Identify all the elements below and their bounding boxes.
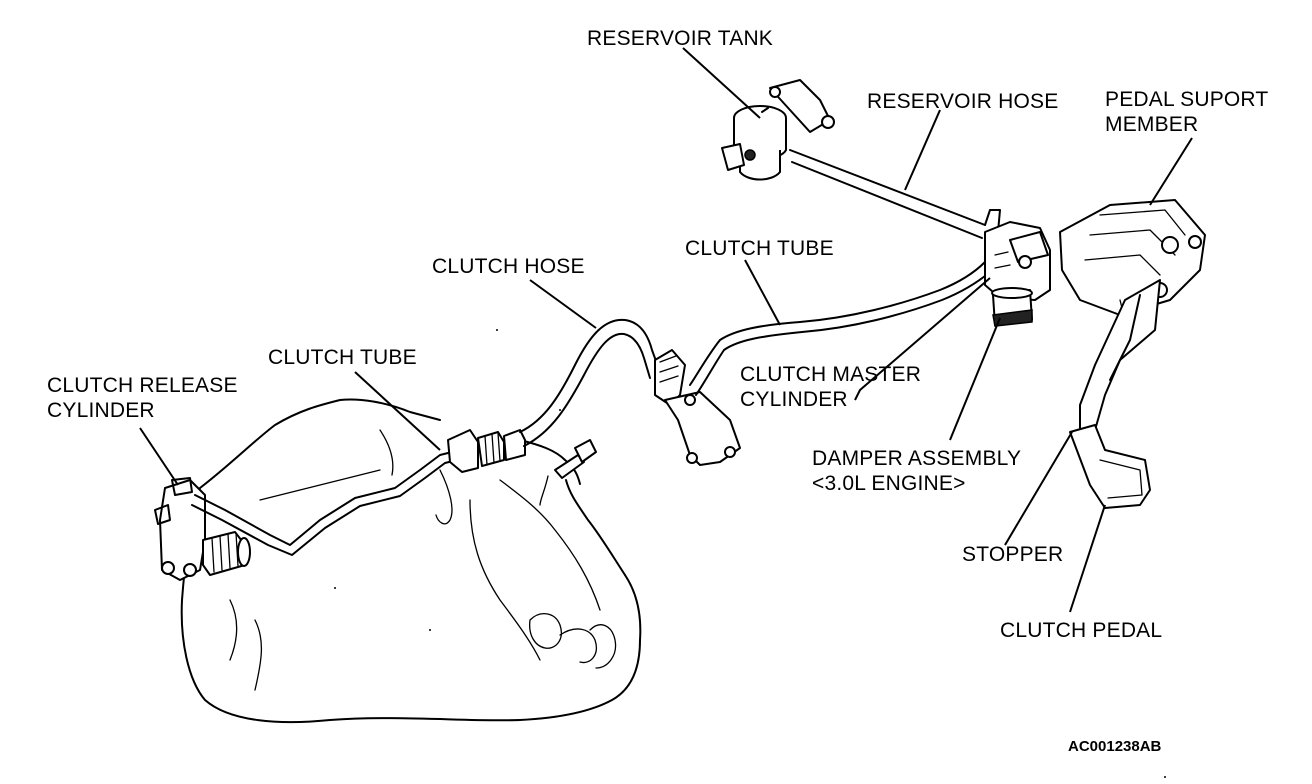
print-specks — [334, 329, 1166, 778]
damper-assembly-label: DAMPER ASSEMBLY <3.0L ENGINE> — [812, 447, 1022, 495]
leader-lines — [139, 47, 1193, 613]
transmission-outline — [180, 398, 642, 724]
clutch-hose-shape — [519, 318, 661, 447]
clutch-pedal-label: CLUTCH PEDAL — [1000, 619, 1163, 642]
clutch-pedal-shape — [1069, 279, 1161, 509]
clutch-tube-lower-label: CLUTCH TUBE — [268, 346, 417, 369]
hose-union-shape — [447, 429, 526, 473]
reservoir-hose-label: RESERVOIR HOSE — [867, 90, 1059, 113]
master-cylinder-shape — [984, 221, 1051, 301]
lower-clutch-tube-shape — [191, 449, 466, 556]
engine-bolt-shape — [539, 439, 597, 506]
upper-clutch-tube-shape — [689, 261, 991, 396]
figure-code: AC001238AB — [1068, 738, 1162, 755]
clutch-tube-upper-label: CLUTCH TUBE — [685, 237, 834, 260]
stopper-label: STOPPER — [962, 543, 1064, 566]
master-cylinder-bracket-shape — [654, 349, 741, 466]
reservoir-tank-label: RESERVOIR TANK — [587, 27, 774, 50]
pedal-support-member-label: PEDAL SUPORT MEMBER — [1105, 88, 1269, 136]
clutch-hose-label: CLUTCH HOSE — [432, 255, 585, 278]
pedal-support-member-shape — [1059, 199, 1206, 321]
reservoir-tank-shape — [721, 79, 835, 181]
clutch-release-cylinder-label: CLUTCH RELEASE CYLINDER — [47, 374, 238, 422]
release-cylinder-shape — [154, 477, 251, 581]
damper-assembly-shape — [991, 287, 1033, 327]
reservoir-hose-shape — [789, 149, 1001, 239]
clutch-master-cylinder-label: CLUTCH MASTER CYLINDER — [740, 363, 922, 411]
